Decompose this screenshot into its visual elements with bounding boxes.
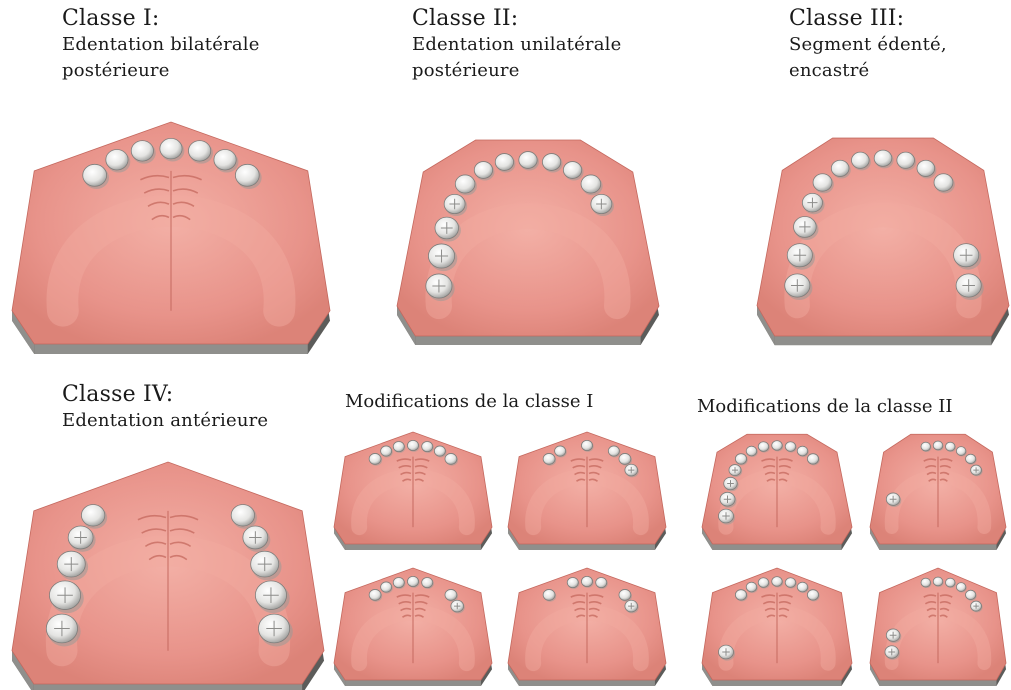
cast-class-1-tooth [83, 164, 107, 186]
cast-class-2-tooth [455, 175, 475, 193]
cast-mod-1c-tooth [422, 577, 433, 587]
cast-mod-2d-tooth [945, 578, 955, 587]
cast-mod-1d-tooth [581, 576, 592, 586]
cast-mod-1c-tooth [393, 577, 404, 587]
cast-class-3-tooth [874, 150, 892, 166]
cast-mod-1d-tooth [567, 577, 578, 587]
cast-mod-2c-tooth [797, 582, 808, 592]
cast-class-4-tooth [81, 505, 104, 527]
cast-mod-1a-tooth [445, 453, 457, 464]
cast-mod-1b-tooth [581, 440, 592, 450]
cast-mod-1a-tooth [393, 441, 404, 451]
cast-mod-2a-tooth [797, 446, 808, 456]
cast-mod-2c-tooth [758, 578, 769, 588]
cast-class-3-tooth [917, 160, 935, 176]
cast-mod-2a-tooth [735, 454, 746, 464]
cast-mod-1b-tooth [608, 446, 619, 456]
cast-mod-2c-tooth [746, 582, 757, 592]
cast-mod-1a-tooth [369, 453, 381, 464]
cast-mod-2b-side-front [880, 544, 997, 550]
cast-class-2-tooth [563, 162, 581, 179]
cast-class-2-tooth [474, 162, 492, 179]
cast-class-1-side-front [34, 344, 307, 354]
cast-mod-1d [508, 568, 666, 686]
cast-mod-1a-tooth [381, 446, 392, 456]
cast-class-1-tooth [214, 150, 236, 170]
cast-mod-1c-tooth [381, 582, 392, 592]
cast-mod-2a-tooth [807, 454, 818, 464]
cast-class-3-tooth [831, 160, 849, 176]
cast-mod-1b-tooth [619, 453, 631, 464]
cast-mod-2c-side-front [713, 680, 842, 686]
cast-mod-2d-tooth [921, 578, 931, 587]
cast-mod-2b-tooth [966, 454, 976, 463]
cast-class-3-tooth [934, 174, 953, 191]
cast-mod-1d-tooth [596, 577, 607, 587]
cast-class-2-tooth [542, 154, 560, 171]
cast-mod-1c [334, 568, 492, 686]
cast-class-2-side-front [415, 336, 640, 345]
cast-class-2-tooth [581, 175, 601, 193]
cast-mod-2b-tooth [933, 441, 943, 450]
cast-mod-2c-tooth [807, 590, 818, 600]
cast-class-3-tooth [852, 152, 870, 168]
cast-mod-2c [702, 568, 852, 686]
cast-mod-2d [870, 568, 1006, 686]
cast-mod-1d-tooth [543, 589, 555, 600]
cast-class-2-tooth [519, 152, 537, 169]
cast-mod-1a [334, 432, 492, 550]
cast-mod-2d-tooth [966, 590, 976, 599]
cast-class-1-tooth [235, 164, 259, 186]
cast-mod-1d-side-front [519, 680, 655, 686]
cast-mod-1a-tooth [434, 446, 445, 456]
cast-mod-1c-tooth [369, 589, 381, 600]
cast-class-3-side-front [775, 336, 992, 345]
cast-mod-1b [508, 432, 666, 550]
cast-mod-1a-tooth [407, 440, 418, 450]
cast-mod-2a [702, 434, 852, 550]
cast-class-4-side-front [34, 684, 302, 690]
cast-mod-2a-tooth [772, 441, 783, 451]
cast-class-1-tooth [131, 141, 153, 161]
cast-mod-1b-side-front [519, 544, 655, 550]
cast-mod-1c-side-front [345, 680, 481, 686]
cast-mod-2b-tooth [956, 447, 966, 456]
cast-class-2-tooth [495, 154, 513, 171]
cast-class-3-tooth [813, 174, 832, 191]
cast-mod-2c-tooth [735, 590, 746, 600]
cast-mod-2c-tooth [785, 578, 796, 588]
cast-class-1-tooth [188, 141, 210, 161]
cast-mod-2d-tooth [933, 577, 943, 586]
cast-mod-2d-side-front [880, 680, 997, 686]
cast-mod-1c-tooth [407, 576, 418, 586]
cast-mod-2a-side-front [713, 544, 842, 550]
cast-mod-1d-tooth [619, 589, 631, 600]
cast-mod-1a-tooth [422, 441, 433, 451]
cast-class-3-tooth [897, 152, 915, 168]
cast-class-4-tooth [231, 505, 254, 527]
cast-class-1-tooth [160, 138, 182, 158]
cast-class-1-tooth [106, 150, 128, 170]
cast-mod-1b-tooth [555, 446, 566, 456]
cast-mod-2a-tooth [785, 442, 796, 452]
cast-mod-2d-tooth [956, 583, 966, 592]
cast-mod-2c-tooth [772, 577, 783, 587]
cast-class-1 [12, 122, 330, 354]
cast-mod-2b-tooth [921, 442, 931, 451]
cast-mod-1c-tooth [445, 589, 457, 600]
cast-mod-1a-side-front [345, 544, 481, 550]
cast-class-4 [12, 462, 324, 690]
cast-mod-1b-tooth [543, 453, 555, 464]
cast-class-3 [757, 138, 1009, 345]
cast-mod-2a-tooth [758, 442, 769, 452]
cast-mod-2a-tooth [746, 446, 757, 456]
cast-class-2 [397, 140, 659, 345]
cast-mod-2b-tooth [945, 442, 955, 451]
cast-mod-2b [870, 434, 1006, 550]
